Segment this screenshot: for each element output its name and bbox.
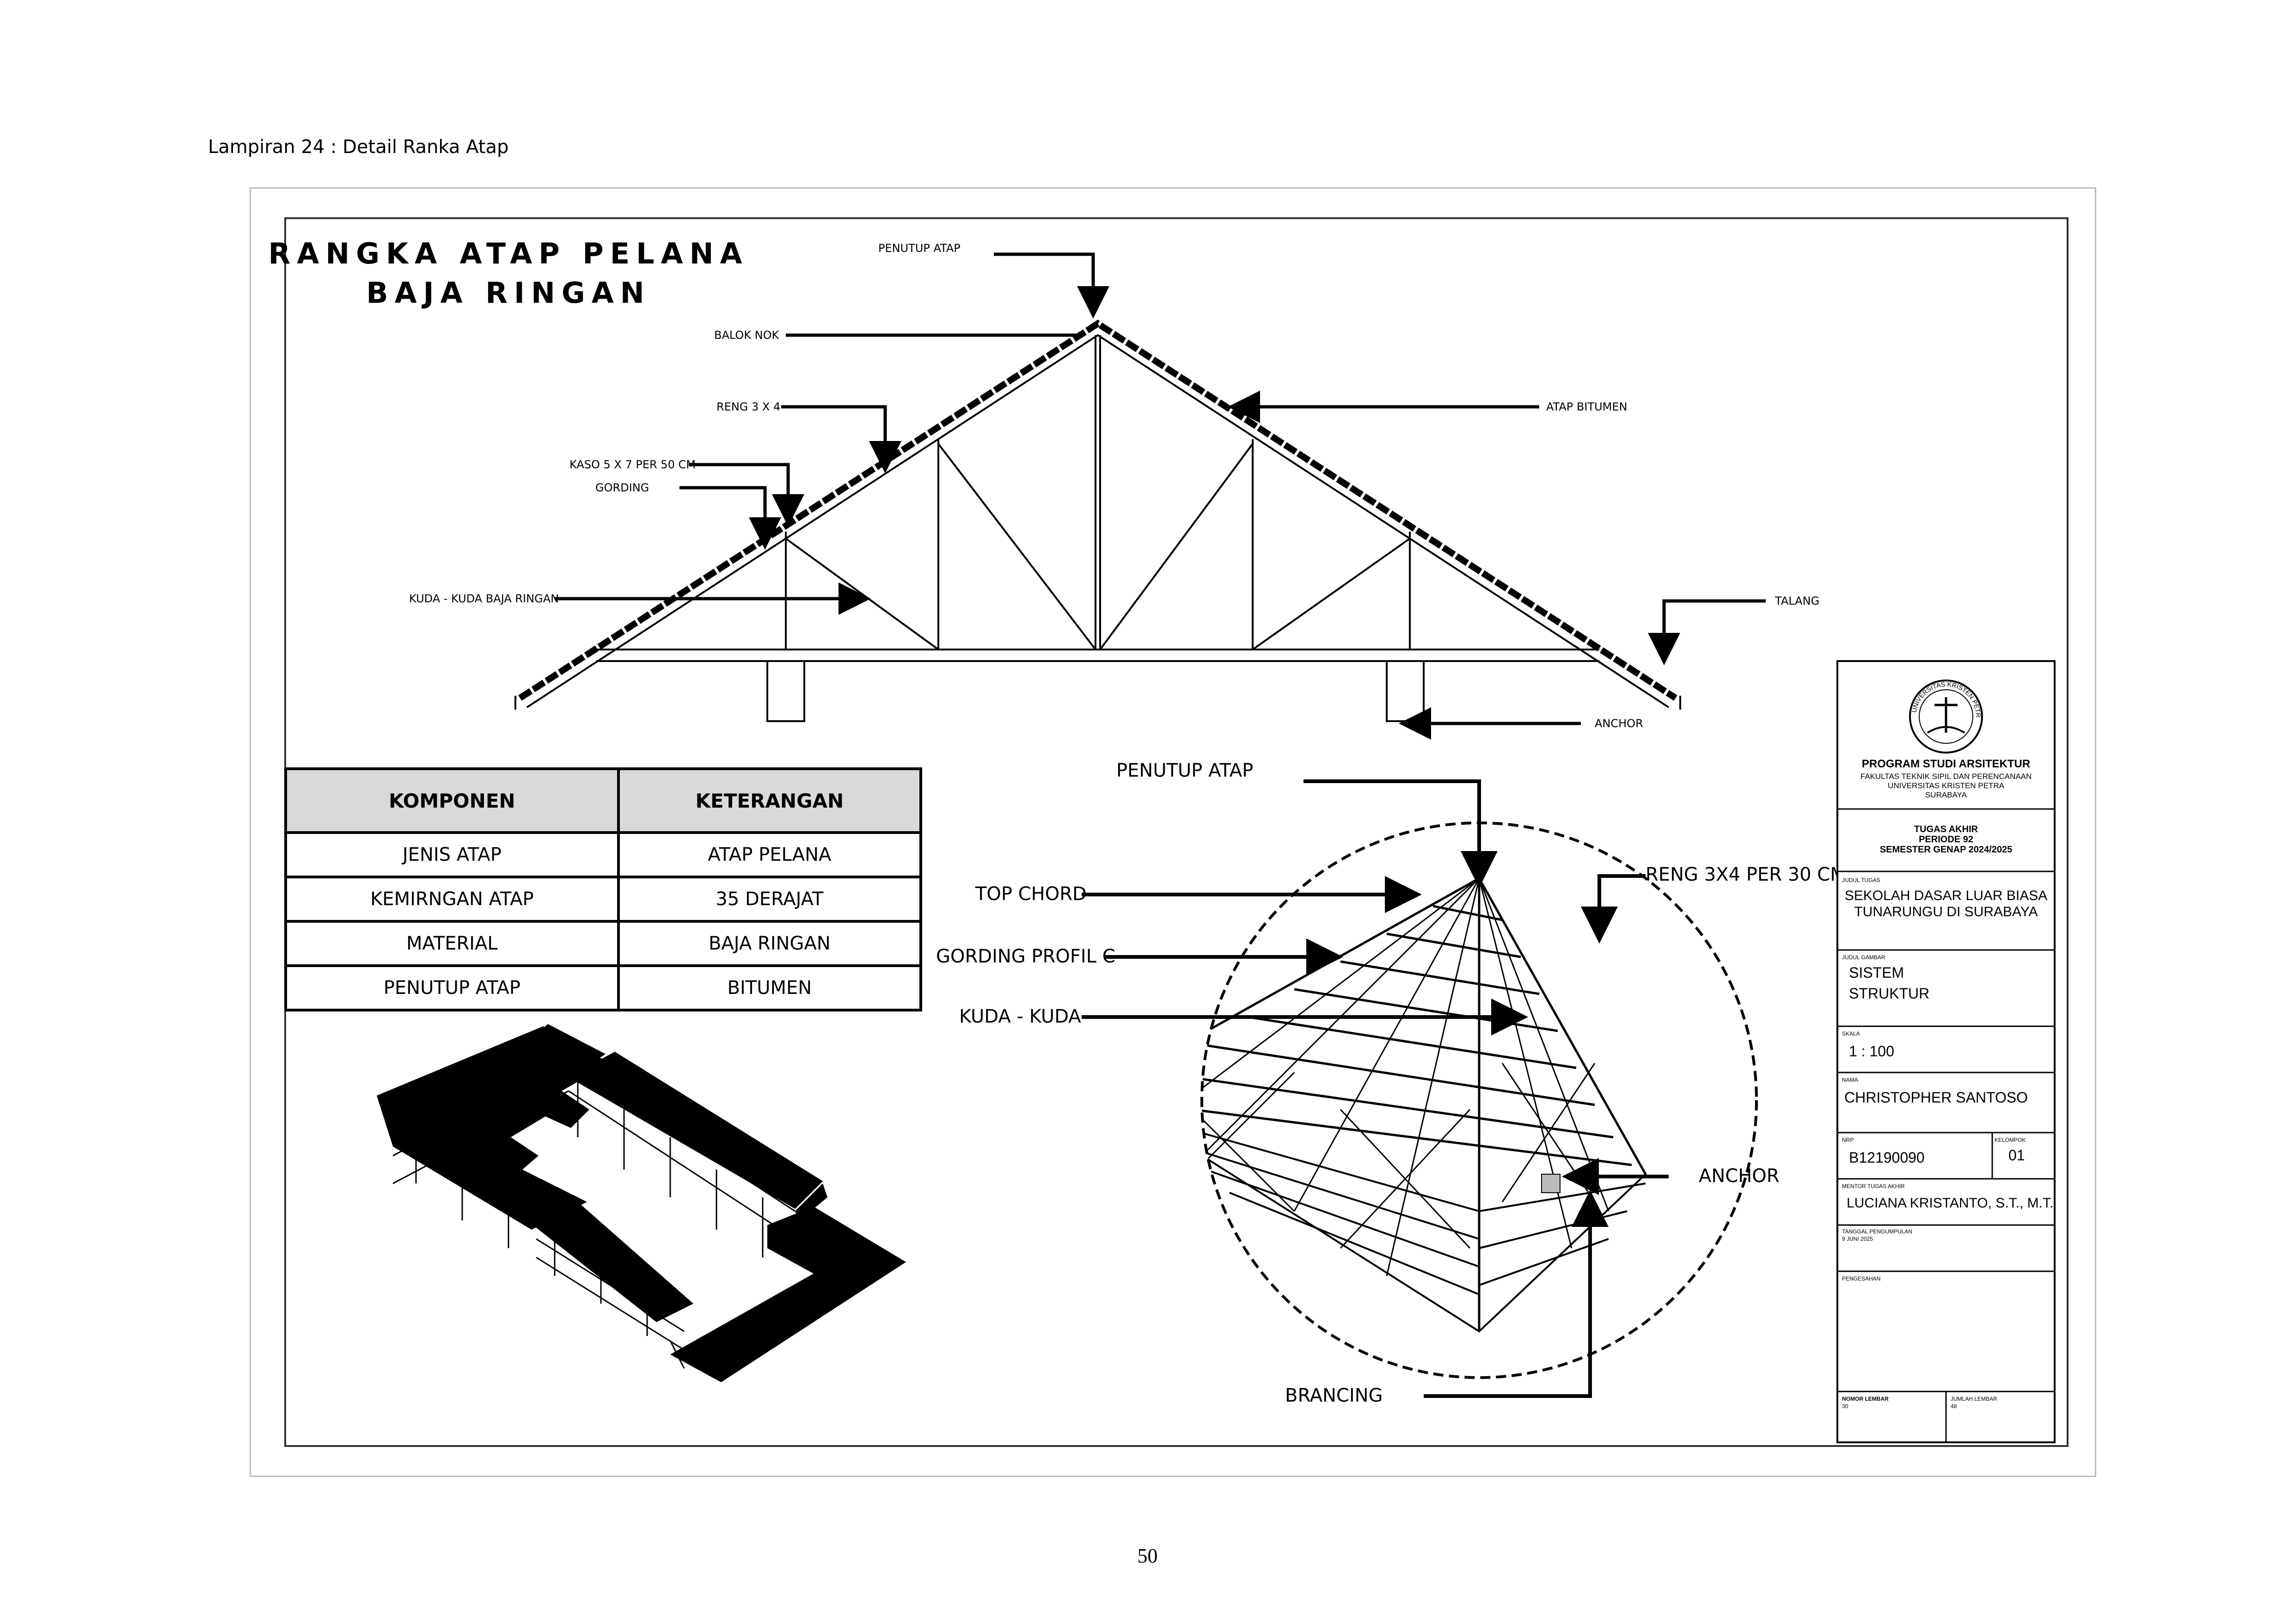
- tb-nama-label: NAMA: [1842, 1077, 1858, 1083]
- label-reng: RENG 3 X 4: [716, 400, 780, 413]
- tb-skala-label: SKALA: [1842, 1030, 1860, 1037]
- label-kaso: KASO 5 X 7 PER 50 CM: [569, 458, 696, 471]
- label-gording: GORDING: [595, 481, 649, 494]
- tb-tanggal-label: TANGGAL PENGUMPULAN: [1842, 1228, 1912, 1235]
- tb-city: SURABAYA: [1925, 791, 1967, 799]
- tb-nrp-label: NRP: [1842, 1137, 1854, 1143]
- table-cell: ATAP PELANA: [617, 831, 923, 878]
- tb-nama: CHRISTOPHER SANTOSO: [1844, 1089, 2028, 1106]
- tb-mentor-label: MENTOR TUGAS AKHIR: [1842, 1183, 1905, 1189]
- university-logo-icon: UNIVERSITAS KRISTEN PETRA: [0, 0, 1983, 754]
- tb-nomor-lembar: 30: [1842, 1403, 1848, 1410]
- logo-text: UNIVERSITAS KRISTEN PETRA: [0, 0, 1982, 718]
- left-support: [766, 660, 805, 722]
- truss-elevation: [514, 319, 1681, 722]
- tb-mentor: LUCIANA KRISTANTO, S.T., M.T.: [1847, 1195, 2053, 1211]
- table-row: JENIS ATAP ATAP PELANA: [284, 831, 923, 878]
- label-penutup-atap: PENUTUP ATAP: [878, 242, 961, 255]
- tb-university: UNIVERSITAS KRISTEN PETRA: [1888, 781, 2005, 790]
- detail-label-top-chord: TOP CHORD: [975, 883, 1087, 905]
- tb-faculty: FAKULTAS TEKNIK SIPIL DAN PERENCANAAN: [1860, 772, 2032, 781]
- tb-tugas-akhir: TUGAS AKHIR: [1914, 824, 1978, 834]
- tb-kelompok-label: KELOMPOK: [1995, 1137, 2026, 1143]
- table-row: MATERIAL BAJA RINGAN: [284, 920, 923, 967]
- tb-judul-tugas-label: JUDUL TUGAS: [1842, 877, 1880, 883]
- component-table: KOMPONEN KETERANGAN JENIS ATAP ATAP PELA…: [284, 767, 923, 1011]
- roof-framing-detail: [1200, 821, 1758, 1379]
- page-caption: Lampiran 24 : Detail Ranka Atap: [208, 136, 509, 158]
- tb-nomor-lembar-label: NOMOR LEMBAR: [1842, 1396, 1889, 1402]
- sheet-title-line1: RANGKA ATAP PELANA: [269, 237, 749, 270]
- tb-judul-tugas-1: SEKOLAH DASAR LUAR BIASA: [1845, 888, 2048, 903]
- detail-leaders: [1082, 779, 1669, 1398]
- sheet-outer-frame: [250, 187, 2096, 1477]
- tb-tanggal: 9 JUNI 2025: [1842, 1236, 1873, 1242]
- table-cell: 35 DERAJAT: [617, 876, 923, 923]
- tb-judul-gambar-1: SISTEM: [1849, 964, 1904, 981]
- table-row: PENUTUP ATAP BITUMEN: [284, 964, 923, 1011]
- tb-jumlah-lembar-label: JUMLAH LEMBAR: [1951, 1396, 1997, 1402]
- detail-label-gording-profil: GORDING PROFIL C: [936, 946, 1115, 967]
- right-support: [1386, 660, 1425, 722]
- tb-judul-gambar-label: JUDUL GAMBAR: [1842, 954, 1885, 961]
- detail-label-penutup-atap: PENUTUP ATAP: [1116, 760, 1253, 781]
- table-row: KEMIRNGAN ATAP 35 DERAJAT: [284, 876, 923, 923]
- table-cell: KEMIRNGAN ATAP: [284, 876, 620, 923]
- detail-label-anchor: ANCHOR: [1699, 1165, 1780, 1187]
- table-cell: PENUTUP ATAP: [284, 964, 620, 1011]
- tb-semester: SEMESTER GENAP 2024/2025: [1880, 845, 2012, 855]
- sheet-inner-frame: [284, 217, 2069, 1447]
- label-kuda-kuda: KUDA - KUDA BAJA RINGAN: [409, 592, 559, 605]
- svg-text:UNIVERSITAS KRISTEN PETRA: UNIVERSITAS KRISTEN PETRA: [0, 0, 1982, 718]
- sheet-title-line2: BAJA RINGAN: [366, 276, 650, 310]
- table-cell: BITUMEN: [617, 964, 923, 1011]
- tb-skala: 1 : 100: [1849, 1043, 1894, 1060]
- title-block: UNIVERSITAS KRISTEN PETRA PROGRAM STUDI …: [0, 0, 2056, 1443]
- detail-label-reng: RENG 3X4 PER 30 CM: [1646, 864, 1846, 885]
- page-number: 50: [1137, 1544, 1158, 1567]
- roof-covering: [518, 319, 1677, 701]
- table-cell: JENIS ATAP: [284, 831, 620, 878]
- table-header-komponen: KOMPONEN: [284, 767, 620, 834]
- detail-label-brancing: BRANCING: [1285, 1385, 1383, 1406]
- label-atap-bitumen: ATAP BITUMEN: [1546, 400, 1627, 413]
- tb-judul-gambar-2: STRUKTUR: [1849, 985, 1929, 1002]
- tb-periode: PERIODE 92: [1919, 834, 1973, 845]
- tb-pengesahan-label: PENGESAHAN: [1842, 1275, 1880, 1282]
- label-anchor: ANCHOR: [1595, 717, 1643, 730]
- label-balok-nok: BALOK NOK: [714, 329, 780, 342]
- tb-nrp: B12190090: [1849, 1149, 1925, 1166]
- building-isometric: [377, 1024, 906, 1382]
- table-cell: MATERIAL: [284, 920, 620, 967]
- detail-label-kuda-kuda: KUDA - KUDA: [959, 1006, 1081, 1027]
- label-talang: TALANG: [1775, 594, 1819, 607]
- tb-jumlah-lembar: 48: [1951, 1403, 1957, 1410]
- tb-program: PROGRAM STUDI ARSITEKTUR: [1862, 758, 2030, 770]
- tb-kelompok: 01: [2008, 1147, 2025, 1164]
- top-chord: [526, 334, 1670, 708]
- table-cell: BAJA RINGAN: [617, 920, 923, 967]
- tb-judul-tugas-2: TUNARUNGU DI SURABAYA: [1854, 904, 2038, 919]
- table-header-keterangan: KETERANGAN: [617, 767, 923, 834]
- truss-leaders: [555, 252, 1766, 740]
